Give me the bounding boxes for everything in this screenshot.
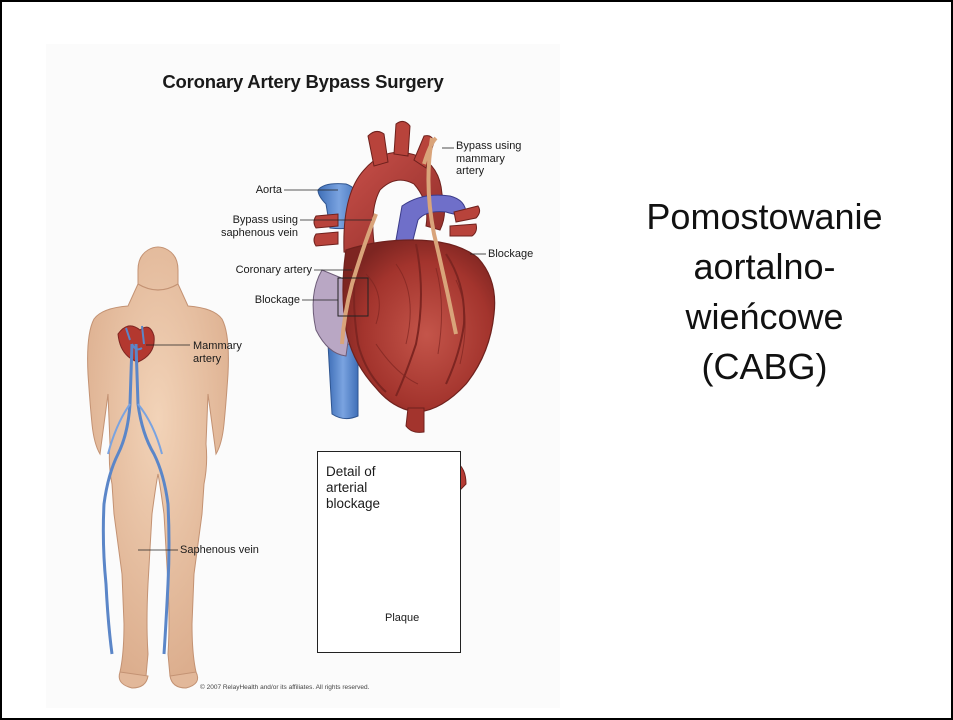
slide-title-line: wieńcowe: [602, 292, 927, 342]
slide-title: Pomostowanie aortalno- wieńcowe (CABG): [602, 192, 927, 392]
label-bypass-saphenous: Bypass using saphenous vein: [196, 214, 298, 239]
cabg-illustration: Coronary Artery Bypass Surgery Bypass us…: [46, 44, 560, 708]
label-mammary-artery: Mammary artery: [193, 340, 242, 365]
label-blockage-right: Blockage: [488, 248, 533, 261]
figure-title: Coronary Artery Bypass Surgery: [46, 71, 560, 93]
label-blockage-left: Blockage: [246, 294, 300, 307]
human-body: [78, 247, 228, 688]
label-plaque: Plaque: [385, 612, 419, 625]
slide-title-line: Pomostowanie: [602, 192, 927, 242]
slide-title-line: (CABG): [602, 342, 927, 392]
label-saphenous-vein: Saphenous vein: [180, 544, 259, 557]
detail-title: Detail of arterial blockage: [326, 464, 380, 512]
label-bypass-mammary: Bypass using mammary artery: [456, 140, 521, 178]
label-coronary-artery: Coronary artery: [212, 264, 312, 277]
label-aorta: Aorta: [246, 184, 282, 197]
slide-title-line: aortalno-: [602, 242, 927, 292]
copyright-notice: © 2007 RelayHealth and/or its affiliates…: [200, 684, 369, 691]
